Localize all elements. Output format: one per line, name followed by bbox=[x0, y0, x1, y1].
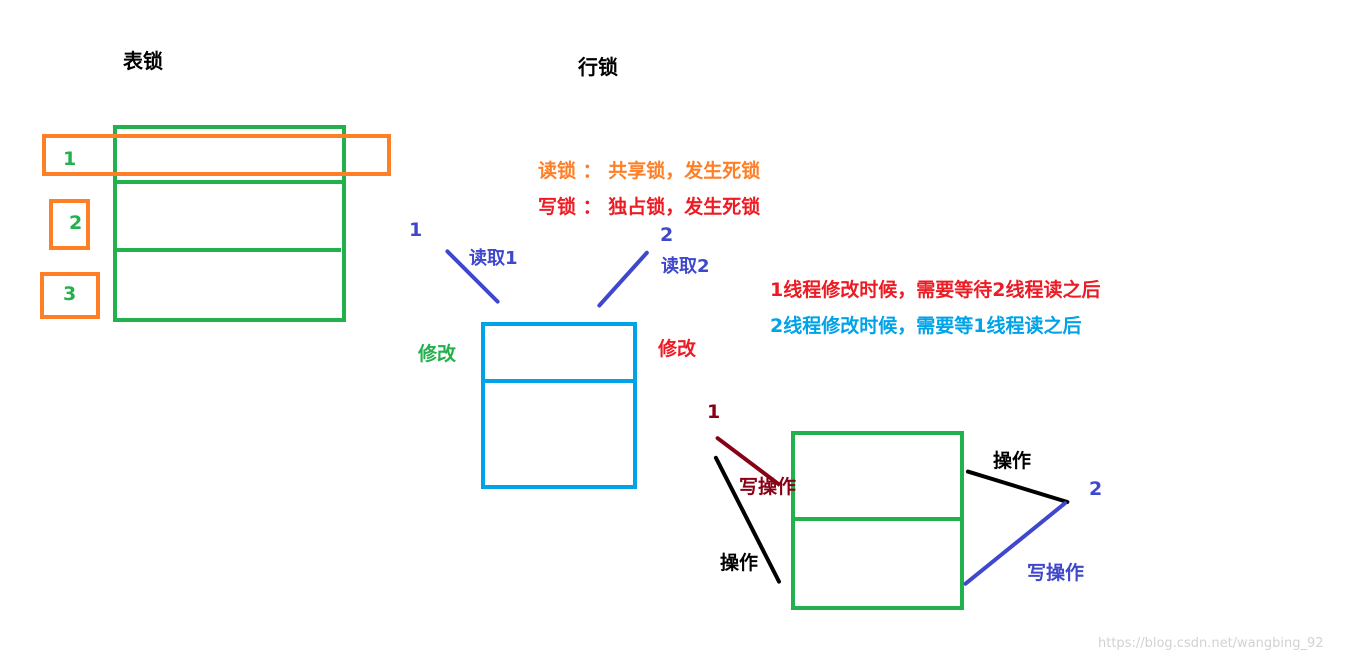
row-2-lock-box bbox=[49, 199, 90, 250]
modify-left-label: 修改 bbox=[418, 343, 457, 365]
deadlock-thread-1: 1 bbox=[707, 401, 721, 423]
row-1-label: 1 bbox=[63, 148, 77, 170]
thread1-write-op-label: 写操作 bbox=[739, 476, 797, 498]
row-lock-thread-2: 2 bbox=[660, 224, 674, 246]
row-lock-row-divider bbox=[483, 379, 635, 383]
row-2-label: 2 bbox=[69, 212, 83, 234]
row-3-label: 3 bbox=[63, 283, 77, 305]
thread2-op-label: 操作 bbox=[993, 450, 1032, 472]
row-lock-thread-1: 1 bbox=[409, 219, 423, 241]
watermark: https://blog.csdn.net/wangbing_92 bbox=[1098, 636, 1324, 651]
table-lock-table bbox=[113, 125, 346, 322]
row-1-lock-box bbox=[42, 134, 391, 176]
deadlock-note-thread-1: 1线程修改时候，需要等待2线程读之后 bbox=[770, 279, 1101, 301]
read1-label: 读取1 bbox=[469, 248, 518, 269]
table-lock-row-divider-2 bbox=[115, 248, 341, 252]
thread2-write-op-label: 写操作 bbox=[1027, 562, 1085, 584]
modify-right-label: 修改 bbox=[658, 338, 697, 360]
row-3-lock-box bbox=[40, 272, 100, 319]
read-lock-rule: 读锁 ： 共享锁，发生死锁 bbox=[538, 160, 761, 182]
deadlock-row-divider bbox=[793, 517, 962, 521]
thread1-op-label: 操作 bbox=[720, 552, 759, 574]
read2-connector bbox=[596, 249, 650, 309]
table-lock-row-divider-1 bbox=[113, 180, 344, 184]
thread2-op-connector bbox=[965, 469, 1070, 505]
row-lock-table bbox=[481, 322, 637, 489]
table-lock-title: 表锁 bbox=[123, 49, 163, 73]
row-lock-title: 行锁 bbox=[578, 55, 618, 79]
write-lock-rule: 写锁 ： 独占锁，发生死锁 bbox=[538, 196, 761, 218]
deadlock-note-thread-2: 2线程修改时候，需要等1线程读之后 bbox=[770, 315, 1082, 337]
deadlock-thread-2: 2 bbox=[1089, 478, 1103, 500]
read2-label: 读取2 bbox=[661, 256, 710, 277]
